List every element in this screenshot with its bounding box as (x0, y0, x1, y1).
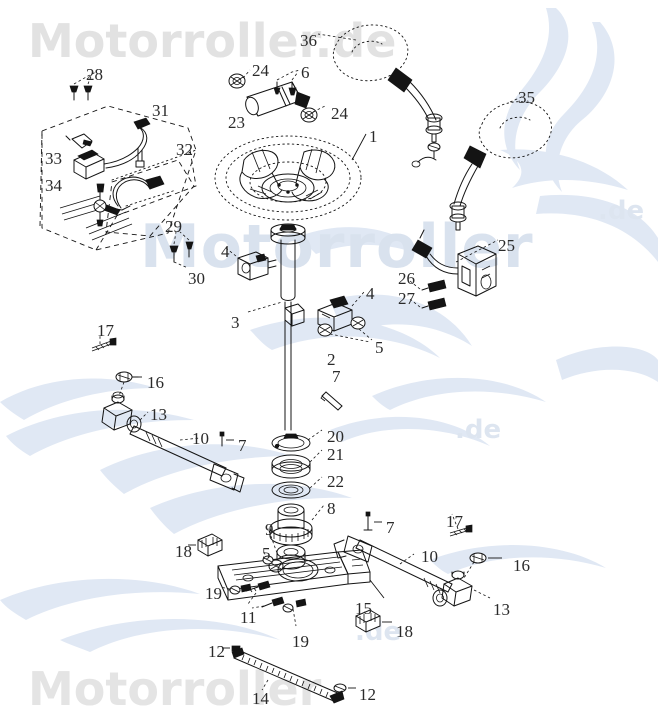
part-4-clamp-upper (225, 247, 277, 281)
callout-number-13: 13 (150, 405, 167, 424)
callout-number-19: 19 (205, 584, 222, 603)
part-17-split-pin-left (91, 334, 117, 352)
callout-number-24: 24 (331, 104, 348, 123)
callout-number-7: 7 (386, 518, 395, 537)
part-2-3-steering-column (247, 239, 296, 431)
part-32-inner-panel (105, 159, 195, 237)
callout-number-2: 2 (327, 350, 336, 369)
callout-number-3: 3 (231, 313, 240, 332)
part-17-split-pin-right (449, 513, 473, 537)
callout-number-28: 28 (86, 65, 103, 84)
part-24-nuts (228, 69, 326, 123)
callout-number-30: 30 (188, 269, 205, 288)
callout-number-6: 6 (301, 63, 310, 82)
callout-number-34: 34 (45, 176, 62, 195)
callout-number-26: 26 (398, 269, 415, 288)
part-18-spacer-right (355, 609, 392, 633)
part-33-connector (65, 133, 93, 149)
callout-number-25: 25 (498, 236, 515, 255)
callout-number-27: 27 (398, 289, 415, 308)
callout-number-12: 12 (359, 685, 376, 704)
wiring-harness (93, 117, 165, 227)
part-5-nut-lower (263, 551, 284, 573)
callout-number-12: 12 (208, 642, 225, 661)
part-1-steering-wheel (214, 133, 367, 221)
part-34-switch-module (73, 149, 105, 180)
callout-number-19: 19 (292, 632, 309, 651)
part-26-screw (409, 279, 447, 293)
part-29-30-pins (169, 231, 194, 269)
callout-number-20: 20 (327, 427, 344, 446)
part-19-bolt-washer (219, 555, 307, 627)
part-21-bearing (271, 449, 323, 479)
part-25-switch-housing (411, 229, 499, 297)
part-10-tie-rod-right (333, 535, 453, 594)
callout-number-8: 8 (327, 499, 336, 518)
callout-number-35: 35 (518, 88, 535, 107)
callout-number-11: 11 (240, 608, 257, 627)
callout-number-18: 18 (175, 542, 192, 561)
callout-number-17: 17 (446, 512, 463, 531)
callout-number-18: 18 (396, 622, 413, 641)
part-36-mirror-right (317, 24, 443, 168)
part-28-pins (69, 71, 97, 101)
panel-hatch (59, 195, 133, 241)
column-top-spacer (270, 223, 306, 245)
part-22-washer-plate (271, 476, 323, 499)
part-7-pin-left (219, 431, 234, 447)
callout-number-23: 23 (228, 113, 245, 132)
callout-number-13: 13 (493, 600, 510, 619)
part-6-screws (273, 69, 301, 96)
callout-number-33: 33 (45, 149, 62, 168)
callout-number-9: 9 (265, 520, 274, 539)
part-18-spacer-left (188, 533, 223, 557)
part-35-mirror-left (449, 95, 552, 231)
part-27-screw (409, 297, 447, 311)
callout-number-10: 10 (192, 429, 209, 448)
callout-number-17: 17 (97, 321, 114, 340)
callout-number-4: 4 (366, 284, 375, 303)
part-10-tie-rod-left (129, 425, 245, 493)
part-7-pin-right (363, 511, 382, 531)
part-4-clamp-lower (284, 291, 365, 332)
callout-number-5: 5 (375, 338, 384, 357)
part-13-tie-rod-end-right (432, 570, 491, 607)
callout-number-16: 16 (147, 373, 164, 392)
callout-number-7: 7 (238, 436, 247, 455)
callout-number-29: 29 (165, 217, 182, 236)
callout-number-14: 14 (252, 689, 269, 708)
part-20-retaining-ring (271, 429, 323, 452)
callout-number-4: 4 (221, 242, 230, 261)
part-11-bolt (245, 580, 285, 609)
callout-number-10: 10 (421, 547, 438, 566)
part-16-castle-nut-right (463, 552, 502, 579)
part-5-nuts-upper (317, 316, 373, 343)
callout-number-21: 21 (327, 445, 344, 464)
callout-number-32: 32 (176, 140, 193, 159)
part-8-splined-coupler (269, 503, 325, 546)
part-16-castle-nut-left (115, 371, 142, 397)
callout-number-7: 7 (332, 367, 341, 386)
callout-number-22: 22 (327, 472, 344, 491)
part-23-crossbar (245, 81, 311, 117)
callout-number-36: 36 (300, 31, 317, 50)
callout-number-24: 24 (252, 61, 269, 80)
callout-number-31: 31 (152, 101, 169, 120)
part-13-tie-rod-end-left (101, 391, 149, 433)
callout-number-1: 1 (369, 127, 378, 146)
part-7-pin-mid (320, 391, 343, 411)
callout-number-5: 5 (262, 544, 271, 563)
callout-number-15: 15 (355, 599, 372, 618)
part-14-threaded-rod (231, 647, 345, 704)
callout-number-16: 16 (513, 556, 530, 575)
part-15-crossmember (217, 549, 385, 601)
